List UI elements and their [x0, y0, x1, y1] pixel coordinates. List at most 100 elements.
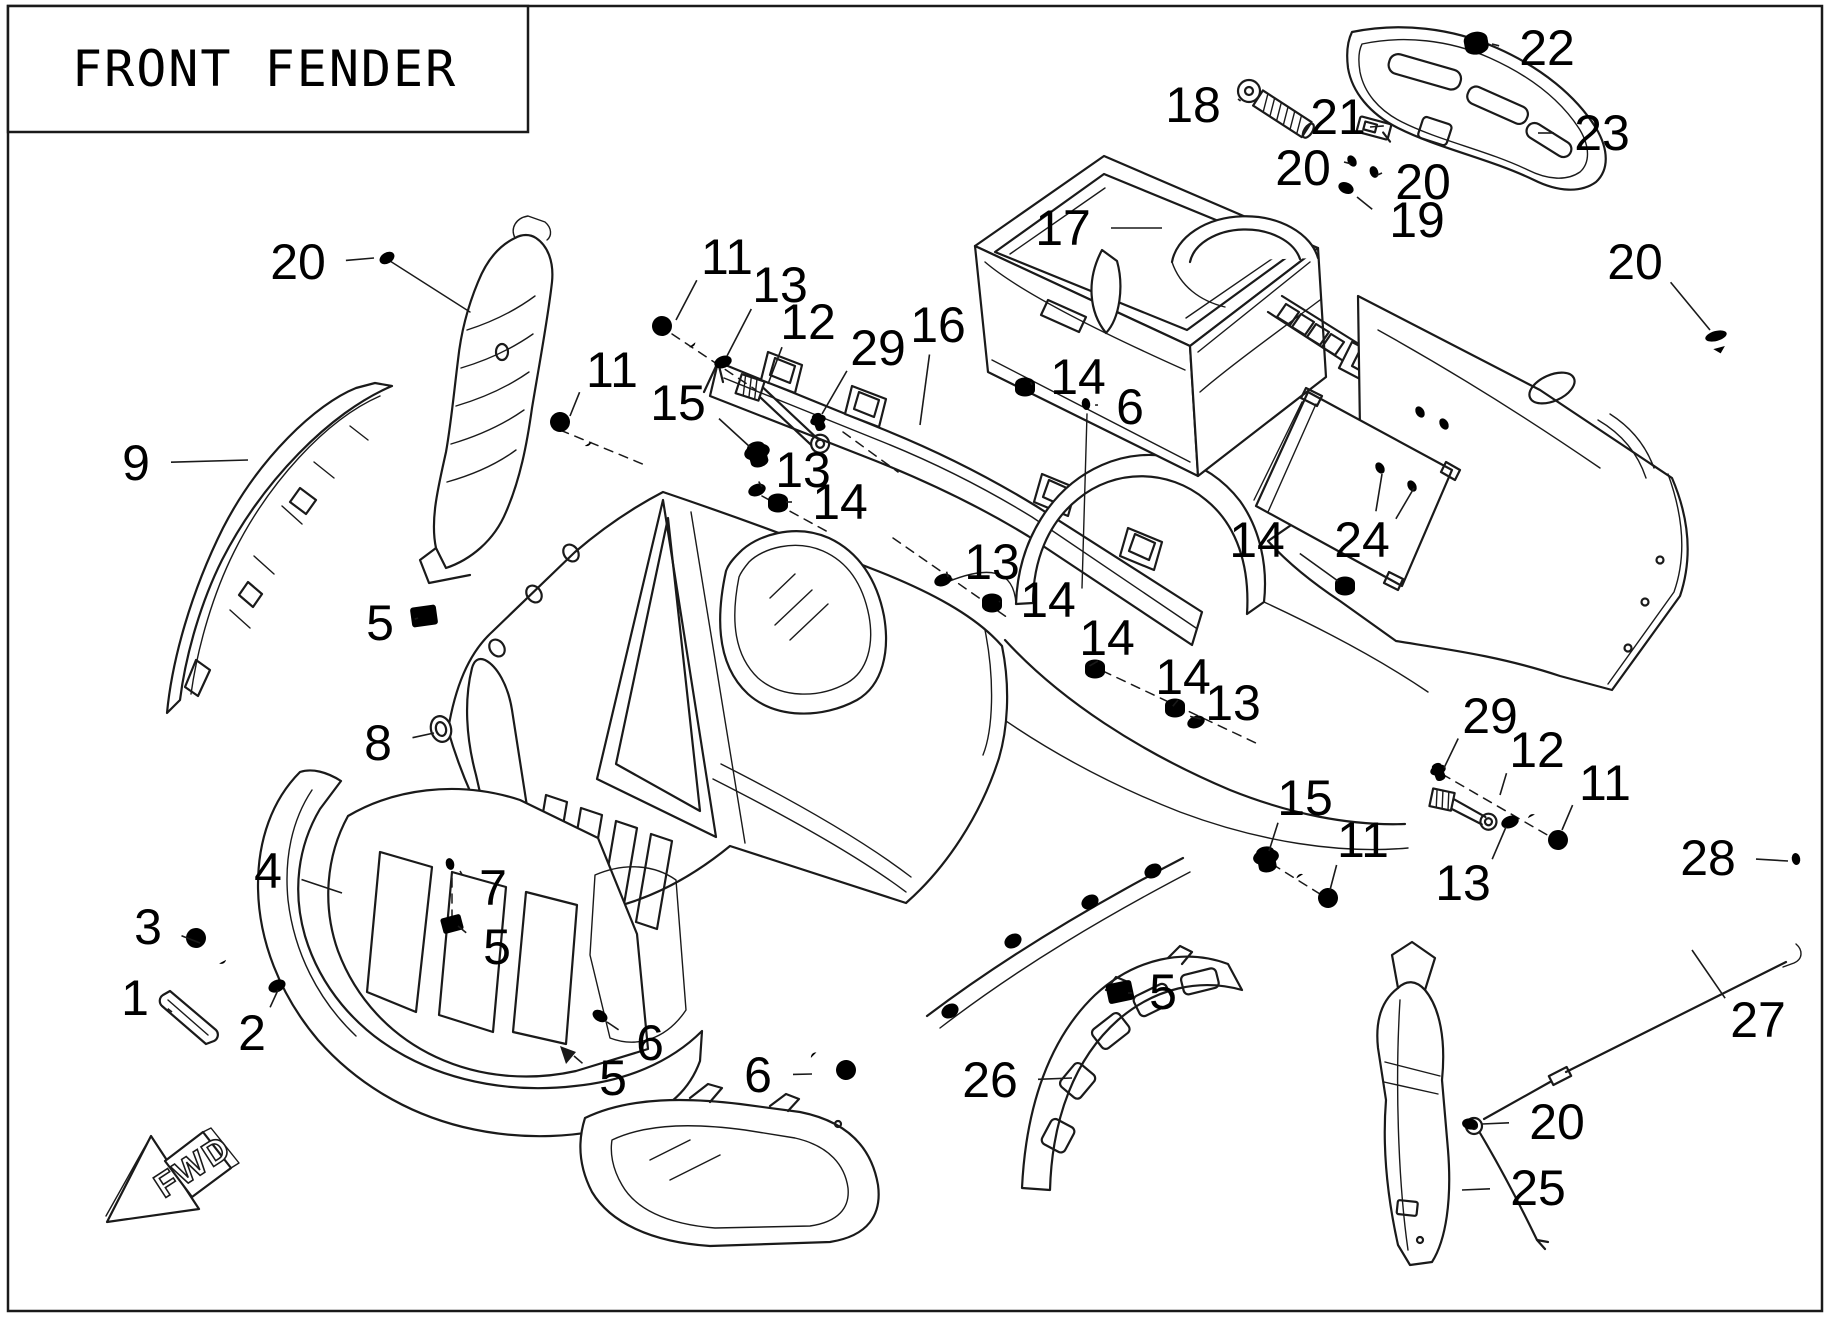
callout-2: 2 [238, 989, 279, 1061]
callout-number: 11 [1579, 755, 1631, 811]
screw-20b [1342, 153, 1364, 178]
callout-6: 6 [744, 1047, 813, 1103]
callout-number: 18 [1165, 77, 1221, 133]
callout-number: 5 [366, 595, 394, 651]
clip-5a [409, 604, 439, 628]
callout-14: 14 [1229, 512, 1339, 582]
callout-number: 19 [1389, 192, 1445, 248]
leader-line [181, 935, 201, 944]
callout-number: 20 [1395, 154, 1451, 210]
leader-line [269, 989, 279, 1008]
leader-line [1029, 381, 1033, 386]
callout-15: 15 [650, 375, 751, 448]
callout-23: 23 [1538, 105, 1630, 161]
screw-20c [1364, 164, 1384, 189]
callout-number: 13 [1205, 675, 1261, 731]
callout-11: 11 [569, 342, 638, 417]
leader-line [767, 346, 783, 385]
callout-18: 18 [1165, 77, 1242, 133]
part-fender-flare [1020, 944, 1244, 1192]
callout-13: 13 [1435, 826, 1507, 911]
bolt-11d [1520, 812, 1573, 854]
leader-line [998, 600, 1001, 603]
callout-number: 20 [1607, 234, 1663, 290]
leader-line [1561, 804, 1574, 831]
leader-line [1375, 473, 1383, 512]
callout-14: 14 [1029, 349, 1106, 405]
leader-line [459, 870, 463, 875]
callout-number: 29 [1462, 688, 1518, 744]
leader-line [1089, 660, 1099, 667]
callout-number: 5 [599, 1050, 627, 1106]
screw-20a [377, 242, 412, 272]
callout-8: 8 [364, 715, 435, 771]
leader-line [1481, 1122, 1510, 1125]
leader-line [301, 878, 343, 894]
callout-13: 13 [758, 442, 831, 498]
callout-number: 7 [479, 860, 507, 916]
leader-line [1491, 43, 1500, 47]
callout-12: 12 [767, 294, 836, 385]
callout-5: 5 [573, 1050, 627, 1106]
callout-13: 13 [945, 534, 1020, 590]
callout-number: 6 [636, 1015, 664, 1071]
callout-number: 14 [1020, 572, 1076, 628]
callout-3: 3 [134, 899, 201, 955]
leader-line [1343, 161, 1351, 165]
callout-20: 20 [1275, 140, 1351, 196]
anchor-12b [1428, 787, 1498, 831]
leader-line [675, 279, 698, 321]
bolt-11a [649, 314, 700, 349]
nut-14a [1015, 377, 1035, 397]
leader-line [1172, 699, 1179, 707]
callout-29: 29 [821, 320, 906, 415]
leader-line [726, 308, 753, 357]
leader-line [1755, 858, 1789, 862]
leader-line [945, 571, 949, 578]
washer-13d [1185, 713, 1207, 731]
callout-20: 20 [270, 234, 375, 290]
callout-number: 13 [775, 442, 831, 498]
leader-line [1356, 196, 1373, 210]
leader-line [1268, 822, 1279, 852]
page-frame [6, 4, 1824, 1313]
callout-11: 11 [675, 229, 753, 321]
callout-20: 20 [1375, 154, 1451, 210]
callout-5: 5 [457, 919, 511, 975]
callout-number: 14 [1079, 610, 1135, 666]
callout-6: 6 [1095, 379, 1144, 435]
screw-18-with-spring [1236, 78, 1315, 139]
callout-number: 25 [1510, 1160, 1566, 1216]
callout-number: 13 [752, 257, 808, 313]
callout-14: 14 [998, 572, 1076, 628]
part-hood [429, 490, 1009, 931]
callout-11: 11 [1561, 755, 1631, 831]
callout-number: 14 [1050, 349, 1106, 405]
callout-number: 15 [650, 375, 706, 431]
callout-14: 14 [1079, 610, 1135, 667]
leader-line [167, 1007, 173, 1013]
callout-number: 14 [1155, 649, 1211, 705]
callout-14: 14 [1155, 649, 1211, 707]
callout-19: 19 [1356, 192, 1445, 248]
washer-13e [1499, 813, 1521, 831]
callout-number: 20 [1529, 1094, 1585, 1150]
leader-line [1037, 1077, 1073, 1081]
leader-line [919, 354, 931, 426]
callout-15: 15 [1268, 770, 1333, 852]
callout-number: 2 [238, 1005, 266, 1061]
pushpin-20d [1704, 328, 1733, 361]
part-mud-guard [1376, 940, 1451, 1267]
callout-number: 20 [270, 234, 326, 290]
title-block: FRONT FENDER [6, 4, 530, 134]
leader-line [1299, 552, 1339, 582]
part-storage-box [973, 154, 1328, 478]
callout-number: 21 [1310, 89, 1366, 145]
leader-line [457, 925, 467, 934]
callout-number: 27 [1730, 992, 1786, 1048]
callout-number: 11 [701, 229, 753, 285]
part-rack-panel [1253, 386, 1462, 592]
callout-number: 23 [1574, 105, 1630, 161]
callout-number: 22 [1519, 20, 1575, 76]
clip-5c-arrow [560, 1046, 576, 1064]
